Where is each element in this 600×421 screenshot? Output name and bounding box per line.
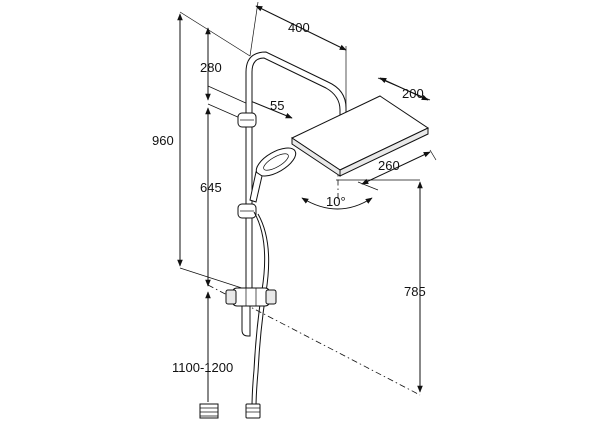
dimension-960-label: 960	[152, 133, 174, 148]
dimension-200-label: 200	[402, 86, 424, 101]
floor-symbol	[199, 403, 219, 419]
hand-shower-holder	[237, 203, 257, 219]
dimension-10deg-label: 10°	[326, 194, 346, 209]
rain-shower-head	[290, 95, 430, 177]
dimension-1100-1200-label: 1100-1200	[172, 360, 233, 375]
dimension-260-label: 260	[378, 158, 400, 173]
dimension-785-label: 785	[404, 284, 426, 299]
mixer-outlet	[241, 305, 251, 337]
dimension-400-label: 400	[288, 20, 310, 35]
hose-end-fitting	[245, 403, 261, 419]
dimension-645-label: 645	[200, 180, 222, 195]
shower-hose	[251, 211, 270, 409]
dimension-280-label: 280	[200, 60, 222, 75]
dimension-lines	[177, 5, 431, 402]
hand-shower	[249, 147, 297, 203]
thermostatic-mixer	[225, 287, 277, 307]
dimension-55-label: 55	[270, 98, 284, 113]
wall-bracket-top	[237, 112, 257, 128]
